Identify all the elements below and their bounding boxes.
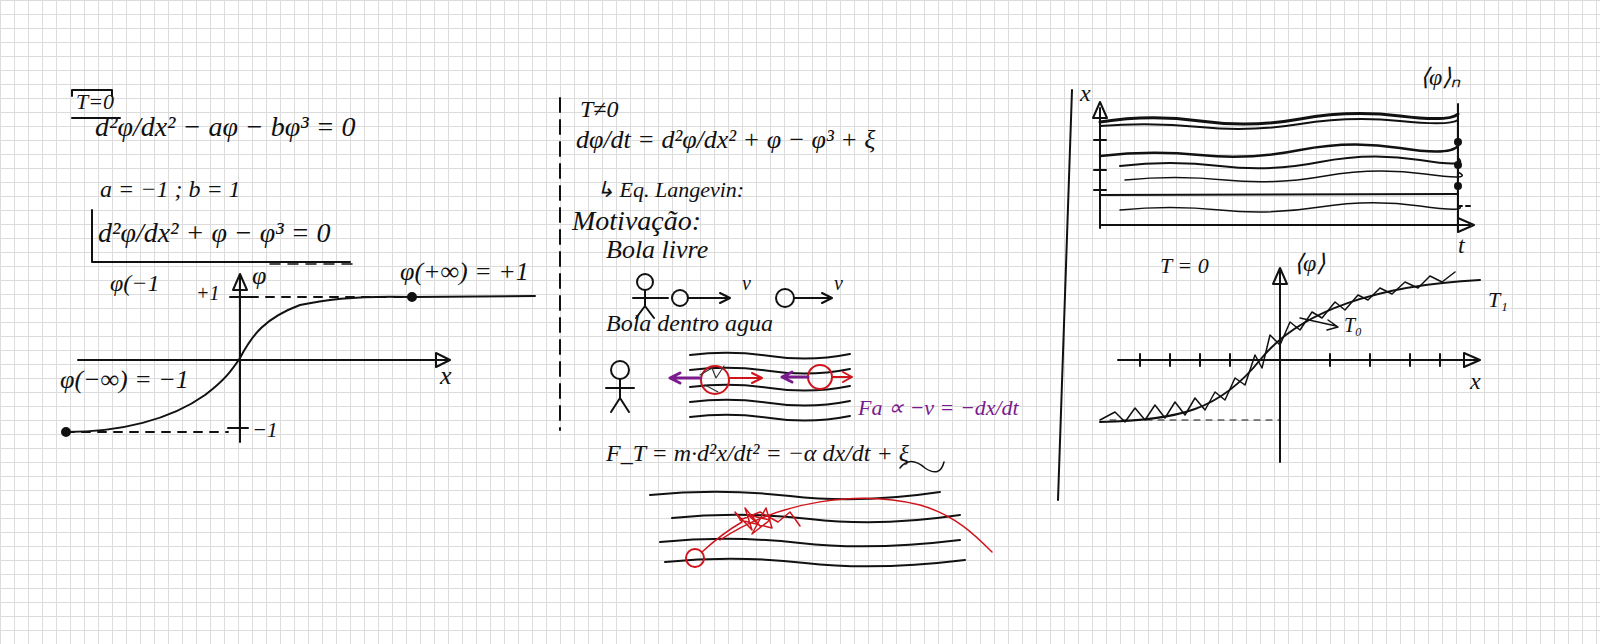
stick-head — [637, 274, 653, 290]
arrowhead — [1458, 218, 1474, 232]
purple-arrow — [782, 372, 808, 382]
temperature-label: T=0 — [76, 90, 114, 114]
field-lines — [1100, 114, 1462, 212]
ball — [701, 366, 729, 394]
noisy-curve — [1100, 272, 1455, 422]
ball — [686, 549, 704, 567]
leader-arrow — [1300, 318, 1338, 330]
divider — [559, 98, 561, 430]
heading: Motivação: — [572, 206, 701, 237]
axis-label: ⟨φ⟩ₙ — [1420, 64, 1461, 90]
velocity-arrow — [688, 293, 730, 303]
arrowhead — [233, 274, 247, 290]
axis-label: φ — [252, 262, 266, 291]
tick — [230, 296, 250, 298]
dot — [62, 428, 70, 436]
ball — [672, 290, 688, 306]
y-axis — [1279, 270, 1281, 462]
water-waves — [690, 353, 850, 421]
equation: F_T = m·d²x/dt² = −α dx/dt + ξ — [606, 440, 909, 466]
x-axis — [78, 359, 448, 361]
red-arrow — [832, 372, 852, 382]
water-waves — [650, 492, 965, 567]
ticks — [1094, 139, 1472, 206]
axis-label: x — [440, 362, 452, 391]
curve-label: T₀ — [1344, 314, 1362, 336]
parameters: a = −1 ; b = 1 — [100, 176, 241, 202]
bracket — [92, 210, 350, 262]
temperature-label: T = 0 — [1160, 254, 1209, 278]
boundary-label: φ(−1 — [110, 270, 159, 296]
equation: d²φ/dx² + φ − φ³ = 0 — [98, 218, 331, 249]
tick-label: +1 — [196, 282, 220, 304]
smooth-curve — [1100, 280, 1480, 422]
x-axis — [1118, 359, 1478, 361]
boundary-label: φ(+∞) = +1 — [400, 258, 529, 287]
axis-label: t — [1458, 232, 1465, 258]
velocity-arrow — [794, 293, 832, 303]
stick-head — [611, 361, 629, 379]
ball — [776, 289, 794, 307]
stick-figure — [606, 379, 634, 412]
tick — [228, 427, 248, 429]
dot — [408, 293, 416, 301]
red-arrow — [730, 373, 762, 383]
divider — [1058, 90, 1072, 500]
t-axis — [1100, 224, 1470, 226]
velocity-label: v — [742, 272, 751, 294]
brownian-path — [702, 508, 800, 552]
equation: dφ/dt = d²φ/dx² + φ − φ³ + ξ — [576, 126, 875, 155]
curve-label: T₁ — [1488, 288, 1508, 312]
arrowhead — [1464, 353, 1480, 367]
ticks — [1140, 354, 1440, 366]
axis-label: x — [1470, 368, 1481, 394]
annotation: ↳ Eq. Langevin: — [596, 178, 744, 202]
purple-arrow — [670, 373, 700, 383]
equation: d²φ/dx² − aφ − bφ³ = 0 — [95, 112, 356, 143]
axis-label: x — [1080, 80, 1091, 106]
arrowhead — [1093, 102, 1107, 118]
trajectory — [720, 498, 992, 552]
velocity-label: v — [834, 272, 843, 294]
boundary-label: φ(−∞) = −1 — [60, 366, 189, 395]
kink-curve — [66, 296, 535, 432]
scribble — [700, 366, 724, 392]
force-label: Fa ∝ −v = −dx/dt — [858, 396, 1019, 420]
annotation: Bola livre — [606, 236, 708, 265]
axis-label: ⟨φ⟩ — [1294, 250, 1325, 276]
tick-label: −1 — [252, 418, 278, 442]
ball — [808, 365, 832, 389]
arrowhead — [1273, 268, 1287, 284]
annotation: Bola dentro agua — [606, 310, 773, 336]
dash-line — [270, 263, 360, 265]
temperature-label: T≠0 — [580, 96, 619, 122]
